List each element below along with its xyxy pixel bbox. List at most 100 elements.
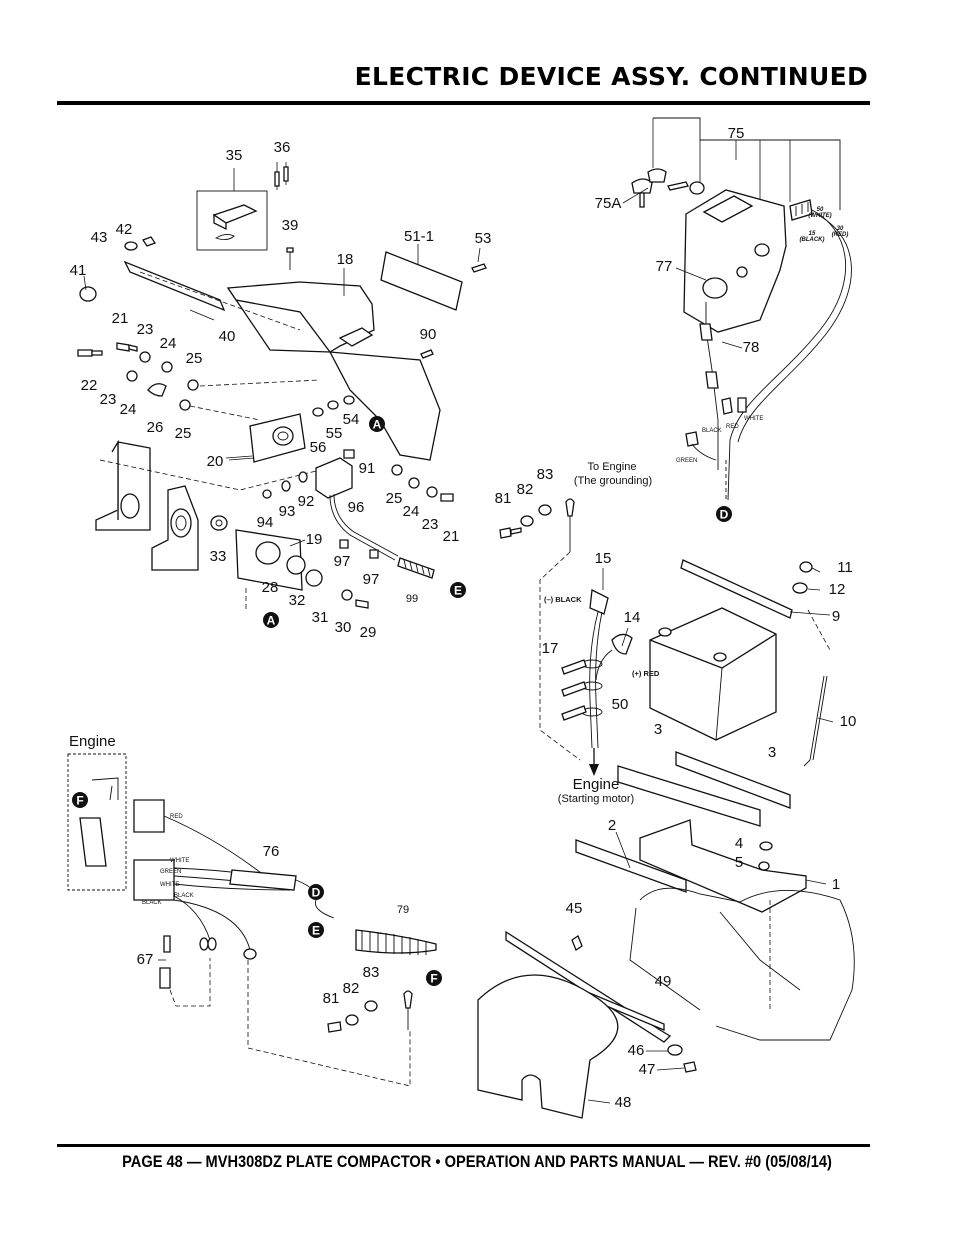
- callout-e-bottom: E: [308, 922, 324, 938]
- svg-text:E: E: [454, 584, 462, 598]
- label-51-1: 51-1: [404, 228, 434, 245]
- label-25a: 25: [186, 350, 203, 367]
- svg-text:BLACK: BLACK: [702, 428, 722, 434]
- label-12: 12: [829, 581, 846, 598]
- footer-rule: [57, 1144, 870, 1147]
- label-18: 18: [337, 251, 354, 268]
- label-1: 1: [832, 876, 840, 893]
- svg-text:(WHITE): (WHITE): [808, 213, 831, 219]
- callout-a-bottom: A: [263, 612, 279, 628]
- label-67: 67: [137, 951, 154, 968]
- battery-group: [499, 498, 831, 776]
- label-25c: 25: [386, 490, 403, 507]
- label-24c: 24: [403, 503, 420, 520]
- svg-text:GREEN: GREEN: [160, 869, 181, 875]
- text-notes: To Engine (The grounding) Engine (Starti…: [69, 461, 660, 805]
- label-55: 55: [326, 425, 343, 442]
- label-76: 76: [263, 843, 280, 860]
- svg-text:A: A: [373, 418, 382, 432]
- note-neg-black: (–) BLACK: [544, 595, 582, 604]
- label-96: 96: [348, 499, 365, 516]
- label-35: 35: [226, 147, 243, 164]
- label-36: 36: [274, 139, 291, 156]
- callout-d-top: D: [716, 506, 732, 522]
- label-75a: 75A: [595, 195, 622, 212]
- label-45: 45: [566, 900, 583, 917]
- label-94: 94: [257, 514, 274, 531]
- part-number-labels: 35 36 39 18 51-1 53 42 43 41 40 21 23 24…: [70, 125, 857, 1111]
- control-bracket-group: [77, 162, 487, 610]
- label-20: 20: [207, 453, 224, 470]
- label-97a: 97: [334, 553, 351, 570]
- label-26: 26: [147, 419, 164, 436]
- label-91: 91: [359, 460, 376, 477]
- svg-text:WHITE: WHITE: [170, 858, 189, 864]
- svg-text:WHITE: WHITE: [744, 416, 763, 422]
- label-83a: 83: [537, 466, 554, 483]
- note-to-engine: To Engine: [588, 461, 637, 473]
- label-10: 10: [840, 713, 857, 730]
- label-93: 93: [279, 503, 296, 520]
- note-pos-red: (+) RED: [632, 669, 660, 678]
- label-2: 2: [608, 817, 616, 834]
- svg-text:RED: RED: [726, 424, 739, 430]
- svg-text:BLACK: BLACK: [142, 900, 162, 906]
- note-starting-motor: (Starting motor): [558, 793, 634, 805]
- label-47: 47: [639, 1061, 656, 1078]
- label-90: 90: [420, 326, 437, 343]
- label-32: 32: [289, 592, 306, 609]
- note-engine-left: Engine: [69, 733, 116, 750]
- page-footer: PAGE 48 — MVH308DZ PLATE COMPACTOR • OPE…: [122, 1152, 832, 1171]
- callout-f-bottom: F: [426, 970, 442, 986]
- label-3a: 3: [654, 721, 662, 738]
- label-40: 40: [219, 328, 236, 345]
- label-41: 41: [70, 262, 87, 279]
- svg-text:RED: RED: [170, 814, 183, 820]
- label-48: 48: [615, 1094, 632, 1111]
- label-28: 28: [262, 579, 279, 596]
- callout-f-left: F: [72, 792, 88, 808]
- label-77: 77: [656, 258, 673, 275]
- label-81a: 81: [495, 490, 512, 507]
- svg-text:BLACK: BLACK: [174, 893, 194, 899]
- label-97b: 97: [363, 571, 380, 588]
- svg-text:15: 15: [809, 231, 816, 237]
- cover-group: [477, 930, 697, 1119]
- label-24b: 24: [120, 401, 137, 418]
- svg-text:F: F: [430, 972, 437, 986]
- svg-text:E: E: [312, 924, 320, 938]
- label-33: 33: [210, 548, 227, 565]
- label-3b: 3: [768, 744, 776, 761]
- label-30: 30: [335, 619, 352, 636]
- label-5: 5: [735, 854, 743, 871]
- svg-text:D: D: [312, 886, 321, 900]
- label-21b: 21: [443, 528, 460, 545]
- label-78: 78: [743, 339, 760, 356]
- label-21a: 21: [112, 310, 129, 327]
- page-title: ELECTRIC DEVICE ASSY. CONTINUED: [354, 62, 868, 91]
- leader-lines: [158, 187, 834, 1104]
- label-53: 53: [475, 230, 492, 247]
- label-75: 75: [728, 125, 745, 142]
- label-49: 49: [655, 973, 672, 990]
- callout-d-bottom: D: [308, 884, 324, 900]
- label-15: 15: [595, 550, 612, 567]
- label-22: 22: [81, 377, 98, 394]
- svg-text:F: F: [76, 794, 83, 808]
- label-14: 14: [624, 609, 641, 626]
- label-19: 19: [306, 531, 323, 548]
- label-83b: 83: [363, 964, 380, 981]
- svg-text:WHITE: WHITE: [160, 882, 179, 888]
- svg-text:D: D: [720, 508, 729, 522]
- label-4: 4: [735, 835, 743, 852]
- harness-group: [67, 753, 437, 1087]
- svg-text:(RED): (RED): [832, 232, 849, 238]
- label-17: 17: [542, 640, 559, 657]
- label-25b: 25: [175, 425, 192, 442]
- label-42: 42: [116, 221, 133, 238]
- label-9: 9: [832, 608, 840, 625]
- callout-e-top: E: [450, 582, 466, 598]
- svg-text:30: 30: [837, 226, 844, 232]
- label-23c: 23: [422, 516, 439, 533]
